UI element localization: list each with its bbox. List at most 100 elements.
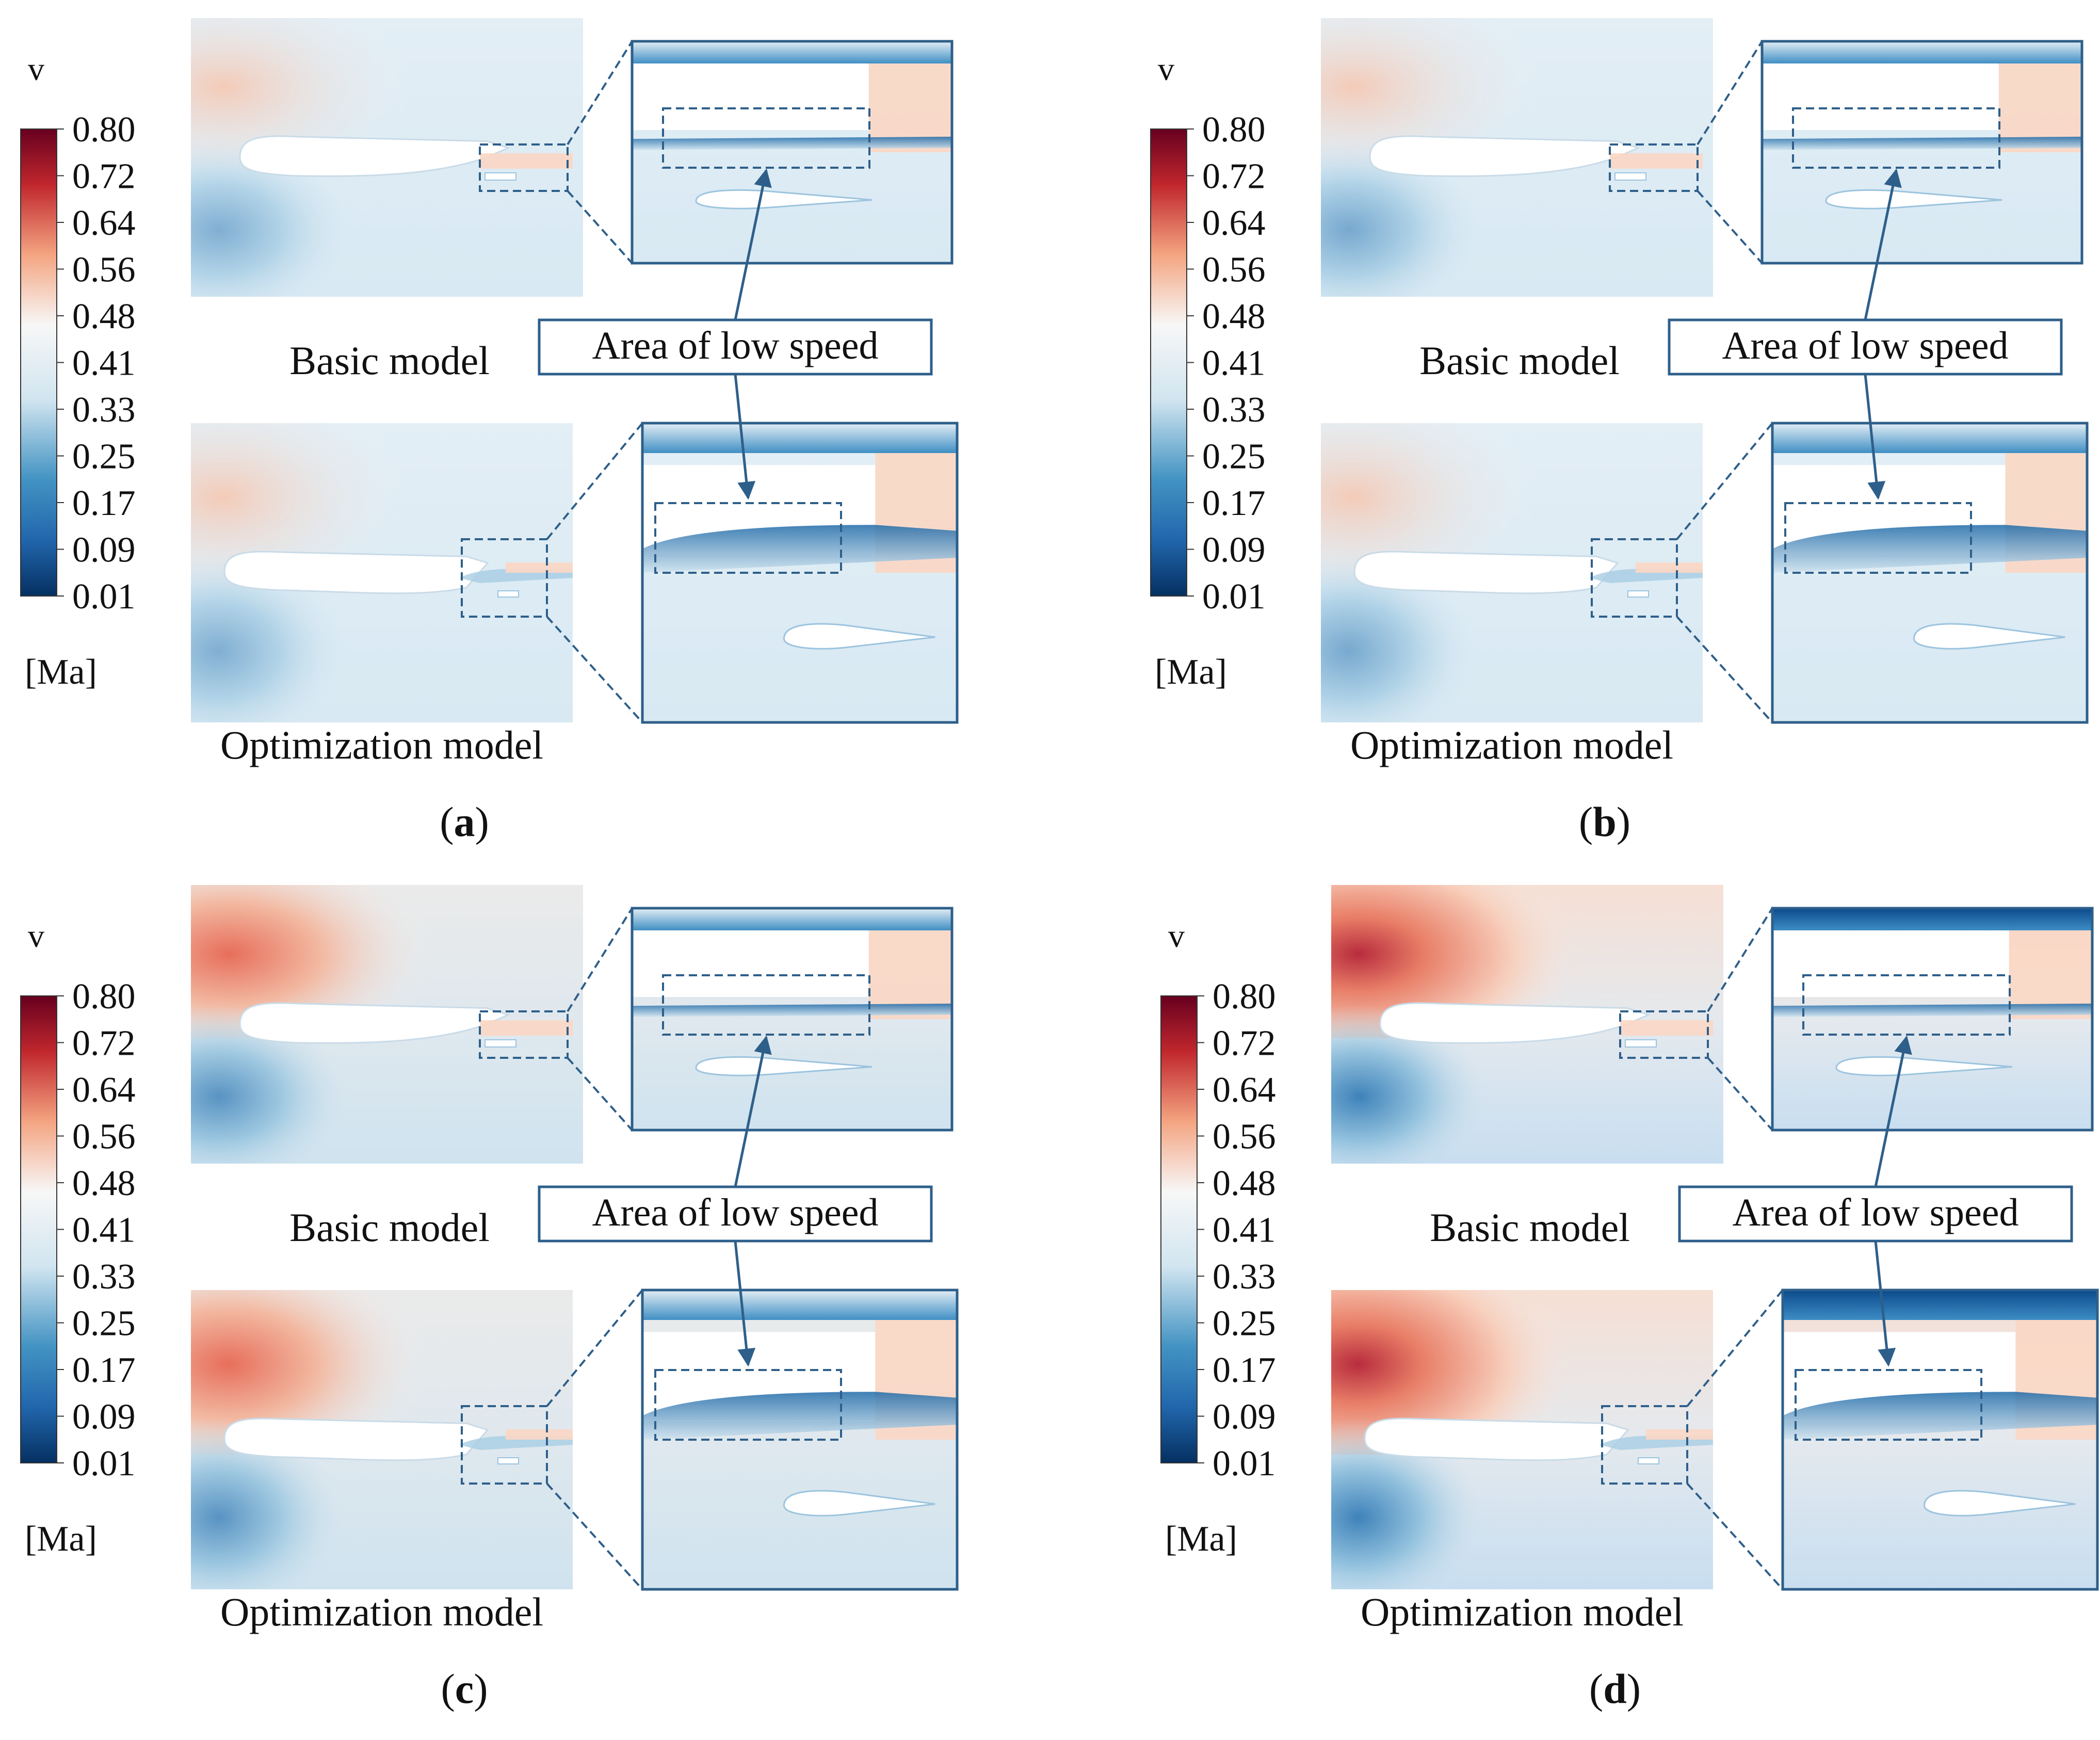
colorbar-tick-label: 0.56 (72, 250, 136, 290)
arrow-to-basic (1864, 168, 1902, 320)
colorbar-tick-label: 0.48 (1213, 1164, 1276, 1203)
callout-label: Area of low speed (592, 324, 878, 367)
colorbar-tick-label: 0.64 (1202, 203, 1266, 243)
basic-detail-marker (1609, 143, 1699, 192)
colorbar-tick-label: 0.41 (72, 1211, 136, 1250)
colorbar: v0.800.720.640.560.480.410.330.250.170.0… (20, 51, 136, 692)
colorbar-tick-label: 0.80 (1202, 110, 1266, 150)
optimization-low-speed-region (1784, 502, 1972, 574)
optimization-detail-marker (1601, 1405, 1688, 1485)
basic-zoom-inset (1771, 907, 2094, 1132)
colorbar-tick-label: 0.56 (72, 1117, 136, 1157)
colorbar-tick-label: 0.01 (72, 577, 136, 617)
arrow-to-basic (1874, 1035, 1912, 1187)
colorbar-tick-label: 0.56 (1213, 1117, 1276, 1157)
basic-detail-marker (1619, 1010, 1709, 1059)
colorbar-tick-label: 0.25 (72, 437, 136, 477)
optimization-model-label: Optimization model (220, 1589, 543, 1634)
colorbar-tick-label: 0.80 (1213, 977, 1276, 1017)
panel-c: v0.800.720.640.560.480.410.330.250.170.0… (20, 885, 959, 1712)
panel-b: v 0.80 0.72 0.64 0.56 0.48 0.41 0.33 0.25 0.17 0.0… (1150, 18, 2089, 845)
optimization-detail-marker (1591, 538, 1678, 618)
arrow-to-optimization (734, 1240, 756, 1367)
colorbar-tick-label: 0.33 (1213, 1257, 1276, 1297)
basic-model-label: Basic model (289, 1205, 490, 1250)
colorbar-tick-label: 0.64 (72, 203, 136, 243)
colorbar-variable-label: v (28, 917, 44, 954)
colorbar-tick-label: 0.09 (1213, 1397, 1276, 1437)
optimization-low-speed-region (1795, 1369, 1982, 1441)
basic-low-speed-region (1802, 974, 2011, 1036)
colorbar-tick-label: 0.64 (72, 1070, 136, 1110)
colorbar-tick-label: 0.09 (72, 1397, 136, 1437)
colorbar-tick-label: 0.01 (1213, 1444, 1276, 1484)
colorbar: v 0.80 0.72 0.64 0.56 0.48 0.41 0.33 0.25 0.17 0.0… (1150, 51, 1266, 692)
colorbar-unit-label: [Ma] (1155, 652, 1227, 692)
colorbar-unit-label: [Ma] (25, 652, 97, 692)
optimization-zoom-inset (1771, 422, 2089, 724)
colorbar-tick-label: 0.33 (72, 390, 136, 430)
basic-zoom-inset (631, 40, 954, 265)
arrow-to-optimization (734, 374, 756, 500)
colorbar-tick-label: 0.80 (72, 977, 136, 1017)
colorbar: v0.800.720.640.560.480.410.330.250.170.0… (20, 917, 136, 1559)
basic-low-speed-region (1792, 107, 2000, 169)
colorbar-tick-label: 0.33 (1202, 390, 1266, 430)
optimization-low-speed-region (654, 502, 842, 574)
colorbar-tick-label: 0.17 (1202, 484, 1266, 523)
optimization-zoom-inset (641, 1288, 959, 1591)
colorbar-tick-label: 0.56 (1202, 250, 1266, 290)
colorbar-unit-label: [Ma] (25, 1519, 97, 1559)
optimization-model-label: Optimization model (1350, 722, 1673, 767)
callout-box (1668, 318, 2063, 376)
optimization-low-speed-region (654, 1369, 842, 1441)
panel-tag: (c) (441, 1665, 488, 1712)
colorbar-tick-label: 0.72 (72, 1024, 136, 1064)
colorbar-tick-label: 0.72 (1213, 1024, 1276, 1064)
colorbar-unit-label: [Ma] (1165, 1519, 1237, 1559)
basic-zoom-inset (631, 907, 954, 1132)
colorbar-tick-label: 0.33 (72, 1257, 136, 1297)
colorbar-tick-label: 0.25 (1202, 437, 1266, 477)
basic-detail-marker (479, 143, 569, 192)
basic-low-speed-region (662, 974, 870, 1036)
optimization-model-label: Optimization model (1361, 1589, 1684, 1634)
colorbar-tick-label: 0.41 (1213, 1211, 1276, 1250)
colorbar: v0.800.720.640.560.480.410.330.250.170.0… (1160, 917, 1276, 1559)
optimization-model-label: Optimization model (220, 722, 543, 767)
basic-model-label: Basic model (289, 338, 490, 383)
callout-label: Area of low speed (1722, 324, 2008, 367)
callout-label: Area of low speed (1732, 1191, 2018, 1234)
colorbar-tick-label: 0.72 (1202, 157, 1266, 197)
panel-tag: (d) (1589, 1665, 1641, 1712)
basic-model-label: Basic model (1430, 1205, 1630, 1250)
basic-detail-marker (479, 1010, 569, 1059)
arrow-to-optimization (1864, 374, 1886, 500)
basic-model-label: Basic model (1419, 338, 1620, 383)
colorbar-tick-label: 0.25 (1213, 1304, 1276, 1344)
panel-tag: (a) (440, 798, 489, 845)
colorbar-tick-label: 0.01 (72, 1444, 136, 1484)
colorbar-tick-label: 0.48 (72, 1164, 136, 1203)
colorbar-tick-label: 0.80 (72, 110, 136, 150)
arrow-to-basic (734, 168, 772, 320)
colorbar-variable-label: v (1168, 917, 1185, 954)
colorbar-tick-label: 0.41 (72, 344, 136, 383)
basic-zoom-inset (1760, 40, 2083, 265)
colorbar-tick-label: 0.41 (1202, 344, 1266, 383)
colorbar-tick-label: 0.17 (72, 484, 136, 523)
colorbar-tick-label: 0.48 (72, 297, 136, 336)
colorbar-tick-label: 0.01 (1202, 577, 1266, 617)
colorbar-tick-label: 0.72 (72, 157, 136, 197)
panel-d: v0.800.720.640.560.480.410.330.250.170.0… (1160, 885, 2099, 1712)
colorbar-tick-label: 0.48 (1202, 297, 1266, 336)
colorbar-tick-label: 0.09 (1202, 530, 1266, 570)
colorbar-variable-label: v (1158, 51, 1174, 87)
colorbar-tick-label: 0.64 (1213, 1070, 1276, 1110)
colorbar-tick-label: 0.09 (72, 530, 136, 570)
colorbar-tick-label: 0.25 (72, 1304, 136, 1344)
panel-a: v0.800.720.640.560.480.410.330.250.170.0… (20, 18, 959, 845)
arrow-to-basic (734, 1035, 772, 1187)
callout-box (1678, 1185, 2073, 1243)
panel-tag: (b) (1579, 798, 1630, 845)
